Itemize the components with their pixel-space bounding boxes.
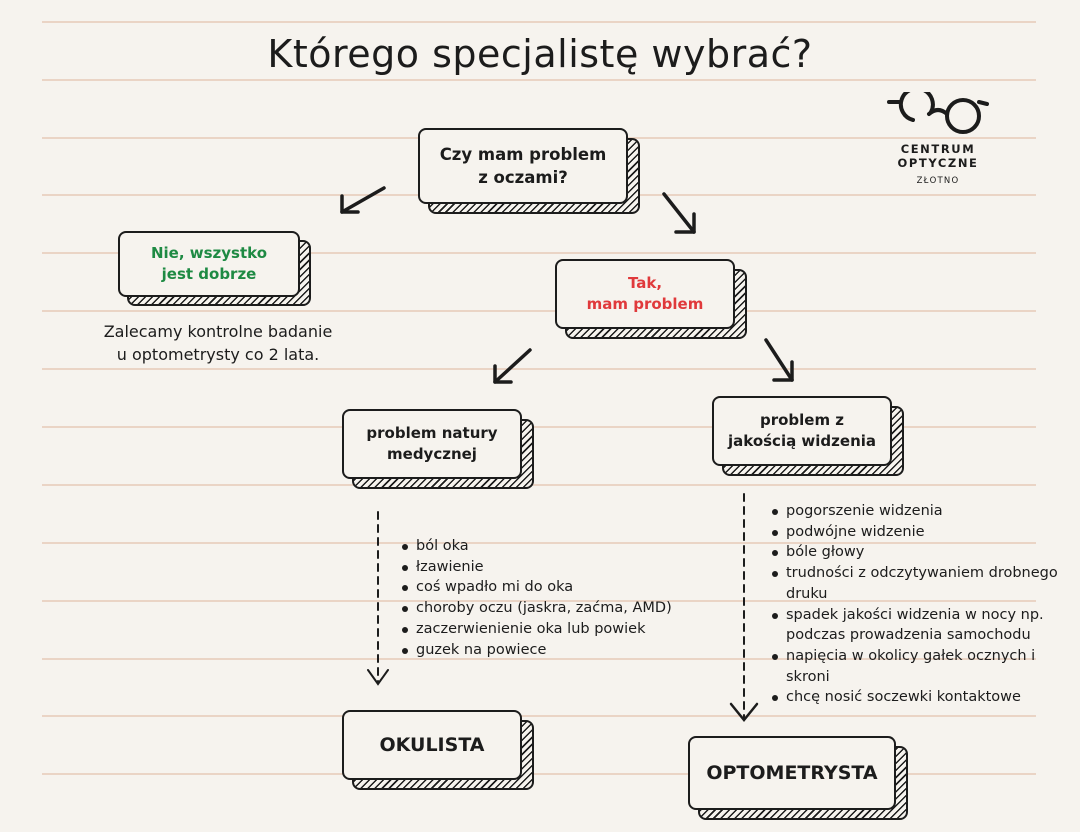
medical-symptom-item: ból oka — [400, 536, 700, 557]
medical-symptom-item: zaczerwienienie oka lub powiek — [400, 619, 700, 640]
medical-symptom-item: guzek na powiece — [400, 640, 700, 661]
medical-symptom-item: coś wpadło mi do oka — [400, 577, 700, 598]
checkup-note: Zalecamy kontrolne badanie u optometryst… — [103, 322, 333, 365]
dashed-arrow-optometrysta — [729, 493, 759, 722]
vision-symptom-item: podwójne widzenie — [770, 522, 1060, 543]
vision-problem-label: problem z jakością widzenia — [712, 396, 892, 466]
vision-symptom-item: spadek jakości widzenia w nocy np. podcz… — [770, 605, 1060, 646]
optometrysta-label: OPTOMETRYSTA — [688, 736, 896, 810]
vision-symptom-item: bóle głowy — [770, 542, 1060, 563]
medical-symptom-item: łzawienie — [400, 557, 700, 578]
vision-symptom-item: napięcia w okolicy gałek ocznych i skron… — [770, 646, 1060, 687]
arrow-to-vision — [764, 338, 794, 382]
page-title: Którego specjalistę wybrać? — [267, 32, 813, 76]
logo-brand: CENTRUM OPTYCZNE — [897, 142, 979, 170]
no-problem-label: Nie, wszystko jest dobrze — [118, 231, 300, 297]
vision-symptom-item: trudności z odczytywaniem drobnego druku — [770, 563, 1060, 604]
arrow-to-medical — [493, 348, 532, 384]
medical-problem-label: problem natury medycznej — [342, 409, 522, 479]
yes-problem-label: Tak, mam problem — [555, 259, 735, 329]
vision-symptom-item: pogorszenie widzenia — [770, 501, 1060, 522]
logo-city: ZŁOTNO — [916, 176, 960, 186]
vision-symptom-item: chcę nosić soczewki kontaktowe — [770, 687, 1060, 708]
arrow-to-yes — [662, 192, 696, 234]
arrow-to-no — [340, 186, 386, 214]
medical-symptom-item: choroby oczu (jaskra, zaćma, AMD) — [400, 598, 700, 619]
dashed-arrow-okulista — [367, 511, 389, 686]
question-label: Czy mam problem z oczami? — [418, 128, 628, 204]
okulista-label: OKULISTA — [342, 710, 522, 780]
